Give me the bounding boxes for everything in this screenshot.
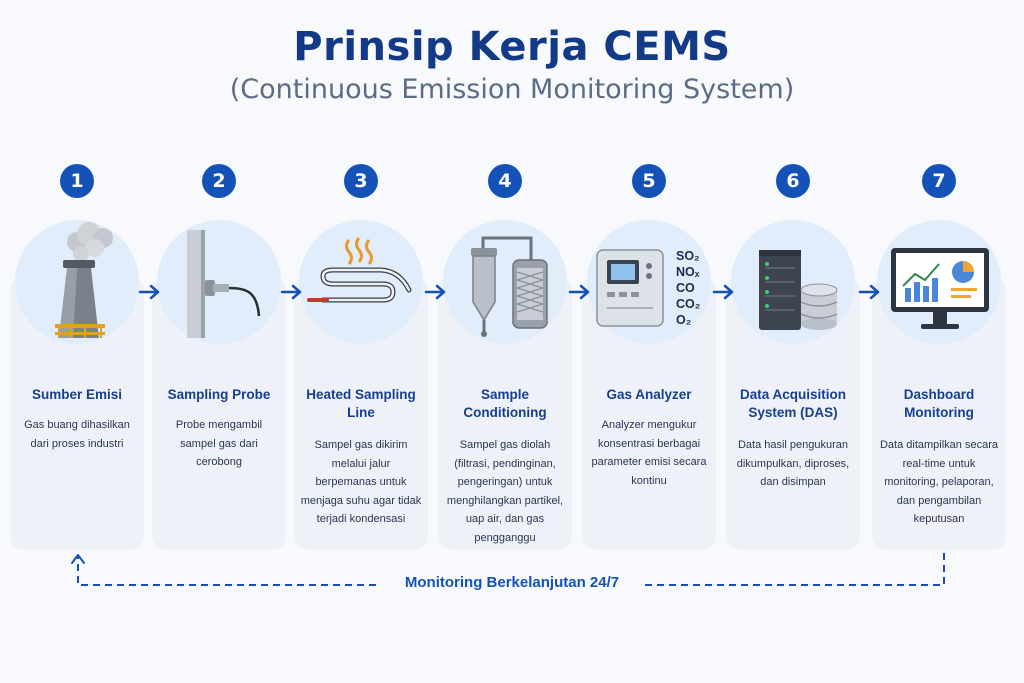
step-title: Dashboard Monitoring (903, 387, 975, 420)
step-number-badge: 3 (344, 164, 378, 198)
step-description: Analyzer mengukur konsentrasi berbagai p… (591, 419, 707, 487)
gas-label: CO (676, 281, 695, 295)
step-number-badge: 6 (776, 164, 810, 198)
feedback-loop-arrow (71, 553, 945, 586)
arrow-right-icon (138, 284, 160, 300)
arrow-right-icon (280, 284, 302, 300)
probe-icon (187, 230, 261, 338)
page-subtitle: (Continuous Emission Monitoring System) (229, 74, 795, 105)
step-description: Sampel gas diolah (filtrasi, pendinginan… (446, 439, 564, 544)
step-4: 4 Sample Conditioning Sampel gas diolah … (438, 150, 572, 550)
dashboard-icon (891, 248, 989, 329)
arrow-right-icon (858, 284, 880, 300)
gas-label: SO₂ (676, 249, 700, 263)
step-illustration (587, 220, 711, 344)
step-3: 3 Heated Sampling Line Sampel gas dikiri… (294, 150, 428, 550)
step-title: Sample Conditioning (463, 387, 547, 420)
step-number-badge: 1 (60, 164, 94, 198)
step-5: 5 SO₂ NOₓ CO CO₂ O₂ Gas Analyzer Analyze… (582, 150, 716, 550)
step-number-badge: 7 (922, 164, 956, 198)
step-number-badge: 5 (632, 164, 666, 198)
gas-list: SO₂ NOₓ CO CO₂ O₂ (676, 248, 720, 328)
step-illustration (157, 220, 281, 344)
step-number-badge: 2 (202, 164, 236, 198)
chimney-icon (55, 222, 113, 338)
step-title: Sampling Probe (167, 387, 271, 402)
analyzer-icon (596, 249, 664, 327)
step-illustration (877, 220, 1001, 344)
step-title: Gas Analyzer (606, 387, 692, 402)
server-icon (759, 250, 838, 330)
arrow-right-icon (712, 284, 734, 300)
page-title: Prinsip Kerja CEMS (293, 24, 731, 70)
step-2: 2 Sampling Probe Probe mengambil sampel … (152, 150, 286, 550)
step-illustration (731, 220, 855, 344)
step-description: Gas buang dihasilkan dari proses industr… (24, 419, 130, 450)
gas-label: CO₂ (676, 297, 701, 311)
step-7: 7 Dashboard Monitoring Data ditampilkan … (872, 150, 1006, 550)
heated-line-icon (307, 237, 412, 303)
step-description: Data hasil pengukuran dikumpulkan, dipro… (736, 439, 850, 488)
loop-label: Monitoring Berkelanjutan 24/7 (380, 574, 644, 591)
gas-label: NOₓ (676, 265, 700, 279)
step-description: Sampel gas dikirim melalui jalur berpema… (300, 439, 422, 525)
step-illustration (299, 220, 423, 344)
arrow-right-icon (424, 284, 446, 300)
step-description: Data ditampilkan secara real-time untuk … (879, 439, 998, 525)
step-illustration (15, 220, 139, 344)
step-1: 1 Sumber Emisi Gas buang dihasilkan dari… (10, 150, 144, 550)
step-description: Probe mengambil sampel gas dari cerobong (175, 419, 263, 468)
filter-icon (471, 236, 548, 337)
step-title: Data Acquisition System (DAS) (739, 387, 846, 420)
arrow-right-icon (568, 284, 590, 300)
step-title: Heated Sampling Line (306, 387, 416, 420)
step-6: 6 Data Acquisition System (DAS) Data has… (726, 150, 860, 550)
step-title: Sumber Emisi (31, 387, 123, 402)
step-number-badge: 4 (488, 164, 522, 198)
gas-label: O₂ (676, 313, 692, 327)
step-illustration (443, 220, 567, 344)
